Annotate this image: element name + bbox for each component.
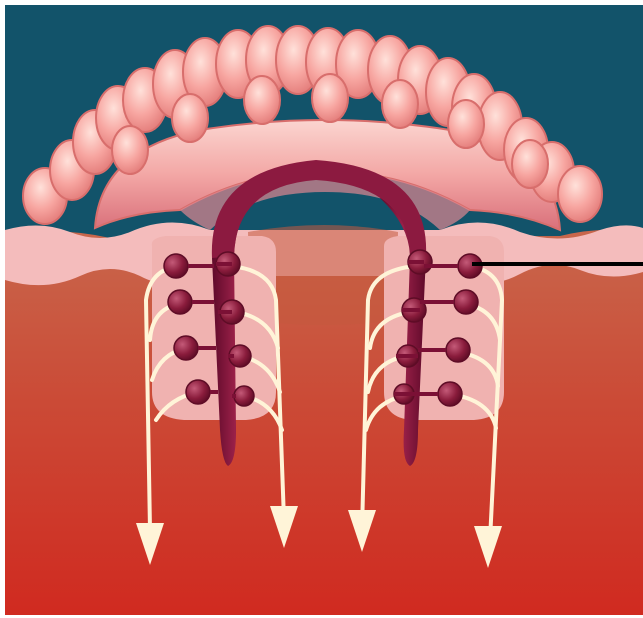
villus: [244, 76, 280, 124]
secretory-cell: [438, 382, 462, 406]
secretory-cell: [234, 386, 254, 406]
secretory-cell: [454, 290, 478, 314]
secretory-cell: [174, 336, 198, 360]
secretory-cell: [186, 380, 210, 404]
villus: [172, 94, 208, 142]
villus: [512, 140, 548, 188]
secretory-cell: [168, 290, 192, 314]
secretory-cell: [164, 254, 188, 278]
villus: [112, 126, 148, 174]
villus: [382, 80, 418, 128]
villus: [558, 166, 602, 222]
secretory-cell: [446, 338, 470, 362]
villus: [448, 100, 484, 148]
villus: [312, 74, 348, 122]
